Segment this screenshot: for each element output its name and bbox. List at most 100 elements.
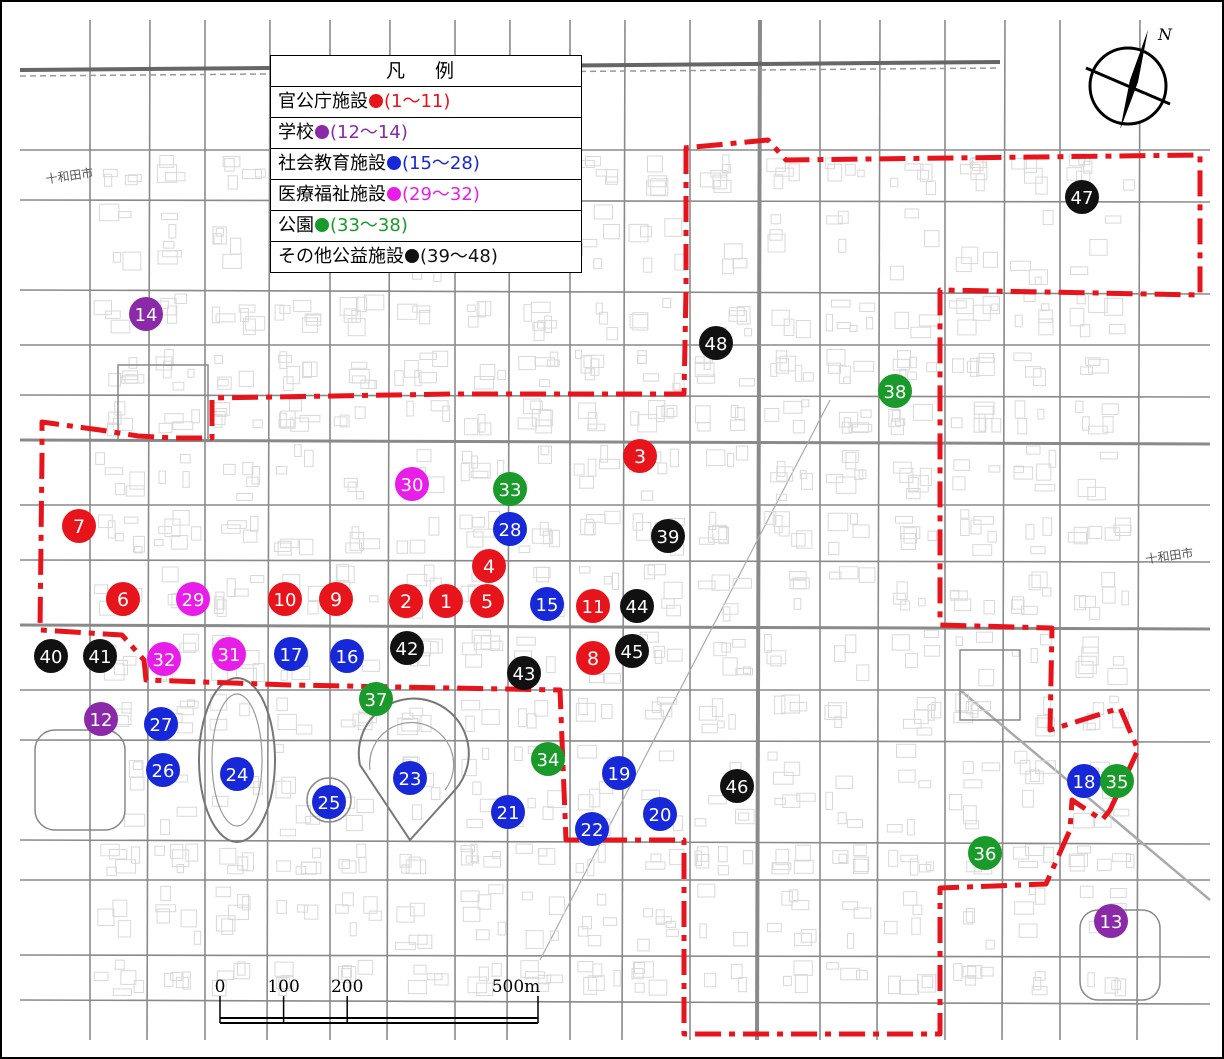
facility-marker-45[interactable]: 45	[615, 634, 649, 668]
facility-marker-1[interactable]: 1	[429, 584, 463, 618]
facility-marker-20[interactable]: 20	[643, 797, 677, 831]
facility-marker-43[interactable]: 43	[507, 656, 541, 690]
facility-marker-28[interactable]: 28	[493, 512, 527, 546]
building-block	[1034, 276, 1042, 285]
building-block	[408, 856, 422, 874]
facility-marker-5[interactable]: 5	[470, 584, 504, 618]
facility-marker-44[interactable]: 44	[620, 589, 654, 623]
legend-row-other: その他公益施設(39～48)	[271, 242, 581, 272]
athletic-track	[198, 677, 276, 843]
facility-marker-23[interactable]: 23	[393, 761, 427, 795]
facility-marker-32[interactable]: 32	[147, 642, 181, 676]
building-block	[1126, 853, 1135, 869]
facility-marker-47[interactable]: 47	[1065, 180, 1099, 214]
building-block	[1073, 526, 1089, 545]
facility-marker-41[interactable]: 41	[83, 639, 117, 673]
building-block	[182, 971, 191, 990]
facility-marker-10[interactable]: 10	[268, 582, 302, 616]
building-block	[971, 701, 991, 712]
building-block	[1121, 590, 1129, 606]
facility-marker-3[interactable]: 3	[623, 439, 657, 473]
building-block	[890, 177, 899, 188]
facility-marker-25[interactable]: 25	[312, 785, 346, 819]
facility-marker-8[interactable]: 8	[576, 641, 610, 675]
facility-marker-14[interactable]: 14	[129, 297, 163, 331]
building-block	[304, 313, 322, 322]
building-block	[274, 744, 284, 753]
building-block	[417, 934, 433, 950]
building-block	[987, 530, 997, 543]
facility-marker-42[interactable]: 42	[390, 631, 424, 665]
building-block	[704, 973, 717, 988]
facility-marker-17[interactable]: 17	[274, 637, 308, 671]
facility-marker-26[interactable]: 26	[146, 753, 180, 787]
facility-marker-18[interactable]: 18	[1067, 764, 1101, 798]
facility-marker-29[interactable]: 29	[176, 582, 210, 616]
building-block	[952, 476, 966, 491]
building-block	[673, 373, 685, 392]
facility-marker-11[interactable]: 11	[576, 589, 610, 623]
building-block	[473, 528, 495, 538]
facility-marker-39[interactable]: 39	[651, 519, 685, 553]
facility-marker-21[interactable]: 21	[491, 795, 525, 829]
legend-row-gov: 官公庁施設(1～11)	[271, 87, 581, 118]
facility-marker-24[interactable]: 24	[220, 757, 254, 791]
building-block	[1028, 574, 1041, 591]
building-block	[1088, 525, 1103, 540]
facility-marker-36[interactable]: 36	[968, 836, 1002, 870]
round-building	[306, 777, 352, 823]
building-block	[279, 828, 297, 837]
facility-marker-48[interactable]: 48	[699, 326, 733, 360]
facility-marker-37[interactable]: 37	[359, 682, 393, 716]
facility-marker-12[interactable]: 12	[84, 702, 118, 736]
building-block	[802, 372, 814, 382]
facility-marker-38[interactable]: 38	[878, 374, 912, 408]
building-block	[95, 452, 105, 465]
facility-marker-27[interactable]: 27	[144, 707, 178, 741]
facility-marker-40[interactable]: 40	[34, 639, 68, 673]
facility-marker-7[interactable]: 7	[62, 509, 96, 543]
facility-marker-30[interactable]: 30	[395, 467, 429, 501]
building-block	[176, 864, 185, 874]
building-block	[923, 629, 940, 639]
building-block	[779, 355, 796, 372]
building-block	[1087, 486, 1106, 501]
building-block	[723, 243, 743, 260]
facility-marker-6[interactable]: 6	[106, 582, 140, 616]
facility-marker-9[interactable]: 9	[319, 582, 353, 616]
building-block	[416, 449, 432, 463]
legend: 凡 例 官公庁施設(1～11)学校(12～14)社会教育施設(15～28)医療福…	[270, 55, 582, 273]
building-block	[853, 844, 867, 857]
facility-marker-22[interactable]: 22	[575, 812, 609, 846]
facility-marker-31[interactable]: 31	[212, 637, 246, 671]
facility-marker-46[interactable]: 46	[720, 769, 754, 803]
building-block	[179, 700, 199, 709]
marker-number: 10	[274, 590, 297, 611]
building-block	[276, 977, 290, 989]
facility-marker-16[interactable]: 16	[330, 639, 364, 673]
facility-marker-33[interactable]: 33	[493, 472, 527, 506]
facility-marker-13[interactable]: 13	[1094, 904, 1128, 938]
building-block	[834, 716, 843, 728]
building-block	[473, 634, 492, 651]
facility-marker-2[interactable]: 2	[389, 584, 423, 618]
building-block	[722, 258, 734, 275]
building-block	[735, 667, 754, 676]
building-block	[548, 896, 566, 915]
base-map-streets	[19, 19, 1211, 1041]
facility-marker-35[interactable]: 35	[1100, 764, 1134, 798]
facility-marker-15[interactable]: 15	[530, 587, 564, 621]
facility-marker-4[interactable]: 4	[472, 549, 506, 583]
building-block	[242, 529, 258, 543]
facility-marker-19[interactable]: 19	[602, 756, 636, 790]
building-block	[783, 400, 803, 414]
marker-circle	[62, 509, 96, 543]
building-block	[488, 884, 504, 895]
building-block	[593, 258, 603, 270]
facility-marker-34[interactable]: 34	[531, 742, 565, 776]
building-block	[717, 720, 725, 729]
building-block	[735, 445, 749, 461]
building-block	[696, 846, 709, 862]
building-block	[794, 364, 803, 382]
building-block	[465, 715, 475, 732]
